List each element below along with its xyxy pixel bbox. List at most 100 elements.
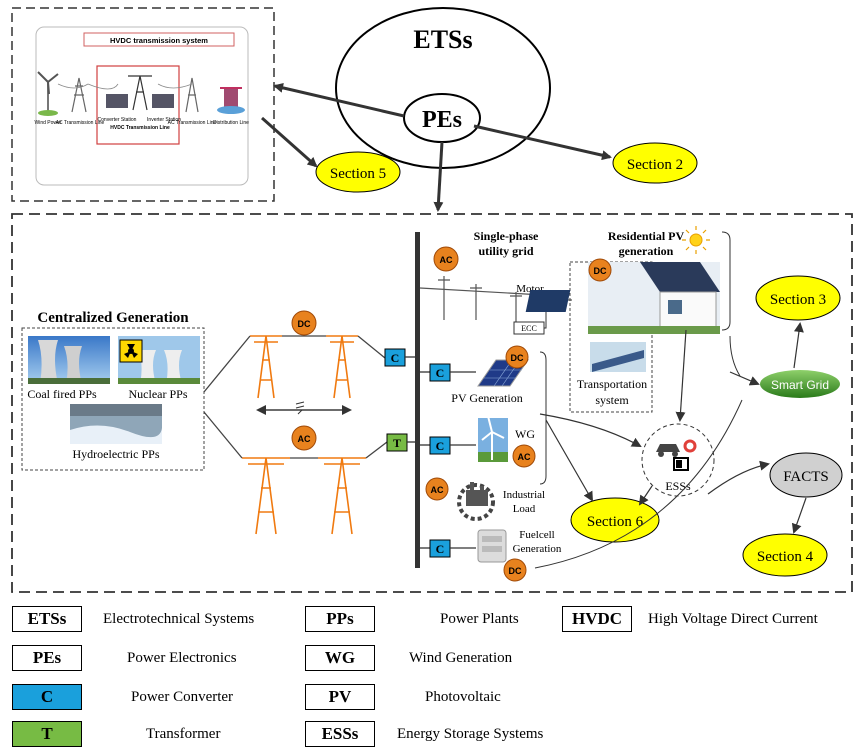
main-bus: [415, 232, 420, 568]
arrow-to-ess-from-pv: [539, 413, 642, 447]
ess-label: ESSs: [665, 479, 691, 493]
transportation-image: [590, 342, 646, 372]
legend-desc-c: Power Converter: [131, 689, 234, 705]
legend-desc-t: Transformer: [146, 726, 221, 742]
legend-desc-ets: Electrotechnical Systems: [103, 611, 255, 627]
svg-text:AC: AC: [431, 485, 444, 495]
legend-desc-hvdc: High Voltage Direct Current: [648, 611, 818, 627]
arrow-facts-to-section4: [791, 497, 807, 534]
ets-label: ETSs: [413, 25, 472, 54]
svg-text:DC: DC: [509, 566, 522, 576]
legend: ETSs Electrotechnical Systems PPs Power …: [0, 598, 863, 751]
pv-generation-label: PV Generation: [451, 391, 522, 405]
ev-car-icon: [656, 444, 680, 457]
legend-desc-pps: Power Plants: [440, 611, 519, 627]
section5-ellipse[interactable]: [315, 151, 401, 193]
recycle-icon: [683, 439, 697, 453]
svg-text:C: C: [391, 351, 400, 365]
svg-text:DC: DC: [594, 266, 607, 276]
legend-abbr-ets: ETSs: [12, 606, 82, 632]
distribution-icon: [217, 87, 245, 114]
centralized-frame: [21, 327, 205, 471]
arrow-pvwg-to-section6: [545, 419, 593, 502]
section4-ellipse[interactable]: [742, 533, 828, 577]
coal-plant-image: [28, 336, 110, 384]
section2-label: Section 2: [627, 157, 683, 173]
ac-badge-line: [291, 425, 317, 451]
svg-text:DC: DC: [298, 319, 311, 329]
transmission-towers: [242, 335, 366, 535]
diagram-canvas: HVDC transmission system Wind Power AC T…: [11, 7, 853, 593]
svg-text:AC: AC: [298, 434, 311, 444]
facts-label: FACTS: [783, 469, 829, 485]
sweep-arc-outer: [534, 399, 743, 569]
coal-label: Coal fired PPs: [27, 387, 97, 401]
section6-ellipse[interactable]: [570, 497, 660, 543]
svg-text:C: C: [436, 366, 445, 380]
section3-label: Section 3: [770, 292, 826, 308]
ets-ellipse: [335, 7, 551, 169]
hydro-plant-image: [70, 404, 162, 444]
transport-label-2: system: [595, 393, 629, 407]
residential-label-1: Residential PV: [608, 229, 685, 243]
wg-label: WG: [515, 427, 535, 441]
hydro-label: Hydroelectric PPs: [73, 447, 160, 461]
hvdc-wind-label: Wind Power: [35, 120, 62, 126]
section6-label: Section 6: [587, 514, 644, 530]
legend-desc-ess: Energy Storage Systems: [397, 726, 544, 742]
hvdc-highlight-box: [96, 65, 180, 145]
hvdc-line-label: HVDC Transmission Line: [110, 125, 170, 131]
legend-abbr-pv: PV: [305, 684, 375, 710]
smart-grid-button[interactable]: [760, 370, 840, 398]
svg-text:C: C: [436, 439, 445, 453]
hvdc-inverter-label: Inverter Station: [147, 117, 181, 123]
transport-label-1: Transportation: [577, 377, 647, 391]
hvdc-dashed-frame: [11, 7, 275, 202]
legend-desc-pv: Photovoltaic: [425, 689, 501, 705]
svg-text:T: T: [393, 436, 401, 450]
ac-badge-grid: [433, 246, 459, 272]
legend-abbr-wg: WG: [305, 645, 375, 671]
section4-label: Section 4: [757, 549, 814, 565]
arrow-smart-grid-to-section3: [793, 322, 804, 369]
industrial-label-1: Industrial: [503, 489, 545, 501]
centralized-title: Centralized Generation: [37, 310, 189, 326]
wind-generator-image: [478, 415, 508, 462]
legend-abbr-c: C: [12, 684, 82, 710]
nuclear-label: Nuclear PPs: [129, 387, 188, 401]
arrow-pe-to-section2: [473, 124, 612, 161]
legend-abbr-ess: ESSs: [305, 721, 375, 747]
house-pv-image: [525, 262, 720, 334]
industrial-label-2: Load: [513, 503, 536, 515]
transmission-wires: [203, 335, 388, 459]
facts-ellipse[interactable]: [769, 452, 843, 498]
battery-icon: [673, 457, 689, 471]
arrow-to-facts: [707, 460, 770, 495]
legend-abbr-pes: PEs: [12, 645, 82, 671]
arrow-to-smart-grid: [729, 371, 760, 386]
legend-desc-pes: Power Electronics: [127, 650, 237, 666]
ac-dc-switch-icon: [295, 401, 305, 415]
fuelcell-label-2: Generation: [513, 543, 562, 555]
legend-abbr-hvdc: HVDC: [562, 606, 632, 632]
svg-text:C: C: [436, 542, 445, 556]
pe-label: PEs: [422, 107, 462, 133]
section2-ellipse[interactable]: [612, 142, 698, 184]
fuelcell-icon: [477, 529, 507, 563]
legend-abbr-t: T: [12, 721, 82, 747]
grid-dashed-frame: [11, 213, 853, 593]
section3-ellipse[interactable]: [755, 275, 841, 321]
hvdc-distribution-label: Distribution Line: [213, 120, 249, 126]
hvdc-ac-line2-label: AC Transmission Line: [168, 120, 217, 126]
dc-badge-pv: [505, 345, 529, 369]
ac-badge-wg: [512, 444, 536, 468]
arrow-residential-to-ess: [675, 329, 687, 422]
wind-turbine-icon: [37, 71, 59, 116]
single-phase-label-1: Single-phase: [474, 229, 539, 243]
svg-text:DC: DC: [511, 353, 524, 363]
hvdc-tower-icon: [128, 75, 152, 111]
hvdc-title: HVDC transmission system: [110, 36, 208, 45]
ac-badge-industrial: [425, 477, 449, 501]
hvdc-converter-label: Converter Station: [98, 117, 137, 123]
fuelcell-label-1: Fuelcell: [519, 529, 554, 541]
